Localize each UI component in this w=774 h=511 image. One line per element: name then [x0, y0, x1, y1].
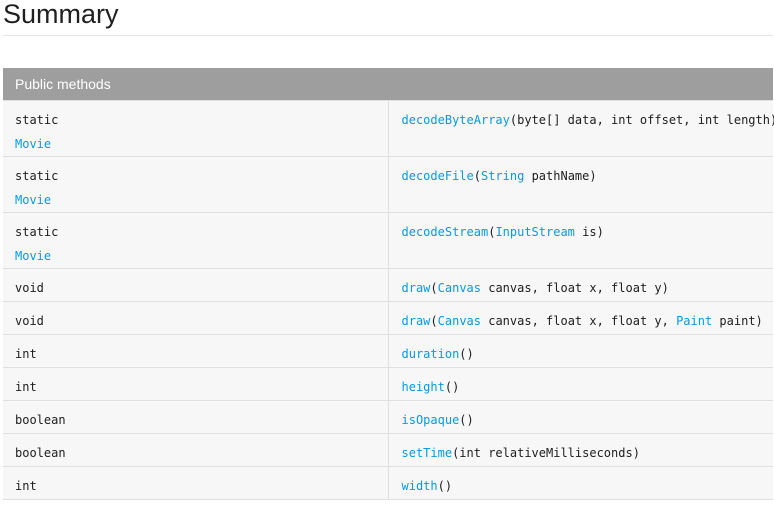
signature-text: paint) [712, 314, 763, 328]
return-type-cell: int [3, 466, 389, 500]
table-header: Public methods [3, 68, 773, 101]
method-row: int width() [3, 466, 774, 500]
method-signature-cell: width() [388, 466, 774, 500]
method-row: boolean setTime(int relativeMilliseconds) [3, 433, 774, 467]
method-signature: width() [402, 478, 774, 494]
method-name-link[interactable]: draw [401, 314, 431, 328]
return-type-link[interactable]: Movie [15, 193, 52, 207]
return-type-cell: void [3, 268, 389, 302]
signature-text: () [459, 347, 474, 361]
method-signature-cell: draw(Canvas canvas, float x, float y) [388, 268, 774, 302]
method-signature-cell: decodeStream(InputStream is) [388, 212, 774, 269]
method-signature-cell: decodeByteArray(byte[] data, int offset,… [388, 100, 774, 157]
return-type-link[interactable]: Movie [15, 137, 52, 151]
method-signature-cell: draw(Canvas canvas, float x, float y, Pa… [388, 301, 774, 335]
method-name-link[interactable]: draw [401, 281, 431, 295]
method-name-link[interactable]: decodeFile [401, 169, 474, 183]
signature-text: ( [473, 169, 481, 183]
return-type-keyword: int [15, 347, 37, 361]
return-type-keyword: static [15, 225, 59, 239]
signature-text: canvas, float x, float y, [481, 314, 677, 328]
signature-text: ( [430, 314, 438, 328]
page-title: Summary [3, 0, 119, 29]
signature-text: (int relativeMilliseconds) [452, 446, 640, 460]
method-signature: decodeByteArray(byte[] data, int offset,… [402, 112, 774, 128]
return-type-keyword: void [15, 314, 44, 328]
return-type-link[interactable]: Movie [15, 249, 52, 263]
signature-text: () [459, 413, 474, 427]
method-row: void draw(Canvas canvas, float x, float y… [3, 268, 774, 302]
method-signature: height() [402, 379, 774, 395]
signature-text: ( [488, 225, 496, 239]
return-type-keyword: void [15, 281, 44, 295]
method-signature-cell: isOpaque() [388, 400, 774, 434]
method-name-link[interactable]: decodeStream [401, 225, 489, 239]
signature-text: ( [430, 281, 438, 295]
signature-text: () [437, 479, 453, 493]
return-type-cell: void [3, 301, 389, 335]
method-name-link[interactable]: decodeByteArray [401, 113, 510, 127]
return-type-cell: boolean [3, 433, 389, 467]
signature-text: is) [574, 225, 604, 239]
return-type-keyword: int [15, 380, 37, 394]
method-name-link[interactable]: height [401, 380, 445, 394]
method-name-link[interactable]: setTime [401, 446, 453, 460]
method-signature: isOpaque() [402, 412, 774, 428]
method-signature: duration() [402, 346, 774, 362]
method-signature-cell: decodeFile(String pathName) [388, 156, 774, 213]
method-signature: draw(Canvas canvas, float x, float y) [402, 280, 774, 296]
method-signature: decodeFile(String pathName) [402, 168, 774, 184]
method-row: boolean isOpaque() [3, 400, 774, 434]
signature-text: (byte[] data, int offset, int length) [509, 113, 774, 127]
signature-text: pathName) [524, 169, 597, 183]
return-type-keyword: boolean [15, 413, 66, 427]
signature-text: canvas, float x, float y) [481, 281, 669, 295]
param-type-link[interactable]: InputStream [495, 225, 575, 239]
method-signature: setTime(int relativeMilliseconds) [402, 445, 774, 461]
return-type-cell: boolean [3, 400, 389, 434]
param-type-link[interactable]: Canvas [437, 314, 481, 328]
method-name-link[interactable]: width [401, 479, 438, 493]
method-row: int duration() [3, 334, 774, 368]
return-type-keyword: static [15, 113, 59, 127]
return-type-cell: int [3, 334, 389, 368]
return-type-cell: int [3, 367, 389, 401]
title-divider [3, 35, 773, 36]
method-signature-cell: duration() [388, 334, 774, 368]
method-name-link[interactable]: duration [401, 347, 460, 361]
method-name-link[interactable]: isOpaque [401, 413, 460, 427]
return-type-keyword: boolean [15, 446, 66, 460]
method-signature: decodeStream(InputStream is) [402, 224, 774, 240]
method-signature: draw(Canvas canvas, float x, float y, Pa… [402, 313, 774, 329]
param-type-link[interactable]: String [480, 169, 525, 183]
return-type-keyword: static [15, 169, 59, 183]
param-type-link[interactable]: Paint [676, 314, 713, 328]
table-header-row: Public methods [3, 68, 773, 101]
method-signature-cell: setTime(int relativeMilliseconds) [388, 433, 774, 467]
method-row: int height() [3, 367, 774, 401]
method-row: void draw(Canvas canvas, float x, float y… [3, 301, 774, 335]
param-type-link[interactable]: Canvas [437, 281, 481, 295]
return-type-keyword: int [15, 479, 37, 493]
method-signature-cell: height() [388, 367, 774, 401]
signature-text: () [444, 380, 460, 394]
